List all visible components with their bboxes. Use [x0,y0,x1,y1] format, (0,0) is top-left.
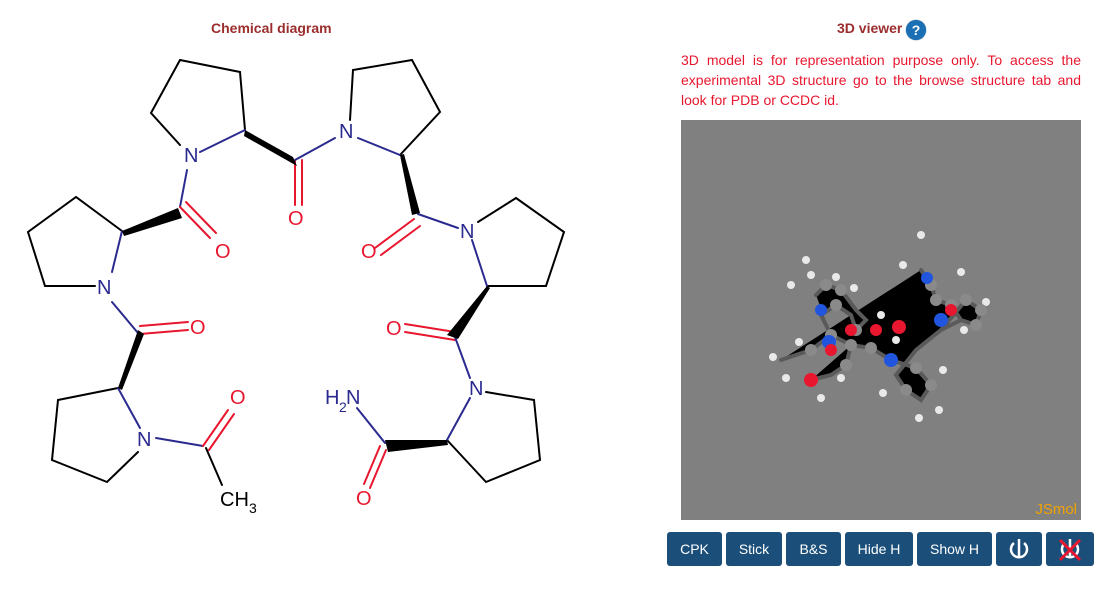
atom-ch-subscript: 3 [249,500,257,516]
atom-h: H [325,387,339,409]
atom-n-1: N [184,145,198,167]
atom-o-1: O [288,208,304,230]
atom-o-7: O [230,387,246,409]
hide-hydrogens-button[interactable]: Hide H [845,532,913,566]
atom-n-3: N [460,221,474,243]
help-icon[interactable]: ? [906,20,926,40]
atom-o-3: O [386,318,402,340]
jsmol-3d-viewer[interactable]: JSmol [681,120,1081,520]
show-hydrogens-button[interactable]: Show H [917,532,992,566]
atom-n-2: N [339,121,353,143]
stick-button[interactable]: Stick [726,532,782,566]
atom-n-5: N [97,277,111,299]
viewer-title: 3D viewer [837,20,903,36]
stop-spin-icon [1058,538,1082,562]
atom-h-subscript: 2 [339,399,347,415]
stop-spin-button[interactable] [1046,532,1094,566]
atom-n-6: N [137,429,151,451]
spin-icon [1009,539,1029,559]
atom-o-2: O [361,241,377,263]
diagram-title: Chemical diagram [211,20,332,36]
atom-n-4: N [469,378,483,400]
ball-and-stick-button[interactable]: B&S [786,532,841,566]
chemical-structure-diagram: N N N N N N O O O O O O O H 2 N CH 3 [26,58,566,516]
atom-o-6: O [190,317,206,339]
molecule-3d-model [769,231,990,422]
cpk-button[interactable]: CPK [667,532,722,566]
jsmol-brand[interactable]: JSmol [1035,501,1077,518]
representation-notice: 3D model is for representation purpose o… [681,52,1081,108]
spin-button[interactable] [996,532,1042,566]
atom-n-amide: N [346,387,360,409]
atom-ch: CH [220,489,249,511]
atom-o-4: O [356,488,372,510]
atom-o-5: O [215,241,231,263]
